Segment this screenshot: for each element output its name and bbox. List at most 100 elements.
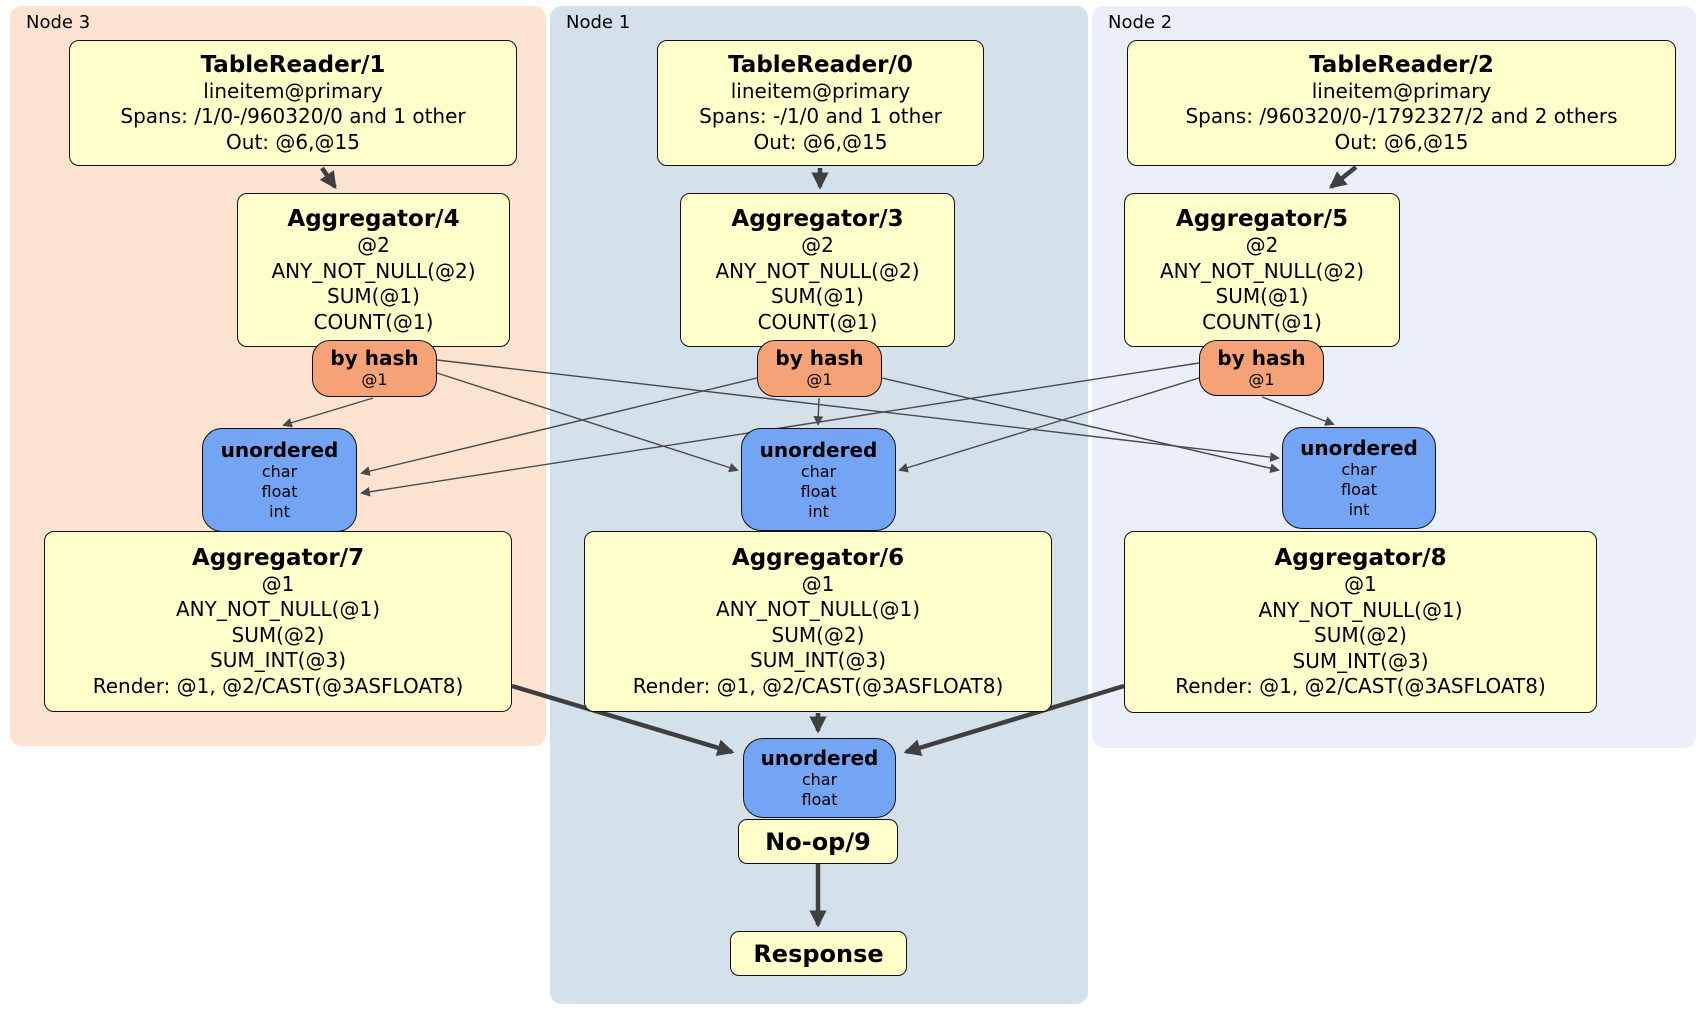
aggregator8-group-cols: @1 xyxy=(1344,572,1377,597)
router2-title: by hash xyxy=(1217,345,1306,370)
router2-key: @1 xyxy=(1248,369,1275,389)
tablereader2-spans: Spans: /960320/0-/1792327/2 and 2 others xyxy=(1185,104,1618,129)
router1-key: @1 xyxy=(806,370,833,389)
sync2-unordered: unordered char float int xyxy=(1282,427,1436,529)
sync1-col3: int xyxy=(808,501,829,521)
edge-router2-sync1 xyxy=(898,377,1200,473)
edge-tablereader1-aggregator4 xyxy=(319,166,337,190)
sync3-col2: float xyxy=(261,482,298,501)
output-sync-title: unordered xyxy=(760,746,879,770)
aggregator3-group-cols: @2 xyxy=(801,233,834,257)
tablereader1-out: Out: @6,@15 xyxy=(226,129,360,154)
aggregator6-render: Render: @1, @2/CAST(@3ASFLOAT8) xyxy=(632,673,1004,698)
edge-router3-sync3 xyxy=(282,397,374,428)
sync1-unordered: unordered char float int xyxy=(741,428,896,531)
aggregator3-fn3: COUNT(@1) xyxy=(757,309,878,334)
sync3-col3: int xyxy=(269,502,290,521)
node2-label: Node 2 xyxy=(1108,12,1173,33)
aggregator6-title: Aggregator/6 xyxy=(731,544,905,571)
node1-label: Node 1 xyxy=(566,12,631,33)
edge-router2-sync2 xyxy=(1261,396,1335,426)
aggregator5-group-cols: @2 xyxy=(1245,233,1279,257)
tablereader2-box: TableReader/2 lineitem@primary Spans: /9… xyxy=(1127,40,1676,166)
sync1-col2: float xyxy=(800,481,837,501)
aggregator5-box: Aggregator/5 @2 ANY_NOT_NULL(@2) SUM(@1)… xyxy=(1124,193,1400,347)
sync2-col3: int xyxy=(1348,500,1370,519)
aggregator6-fn2: SUM(@2) xyxy=(771,622,865,647)
edge-router1-sync3 xyxy=(360,377,758,476)
sync1-col1: char xyxy=(800,461,837,481)
aggregator8-box: Aggregator/8 @1 ANY_NOT_NULL(@1) SUM(@2)… xyxy=(1124,531,1597,713)
noop9-title: No-op/9 xyxy=(765,827,871,856)
aggregator7-box: Aggregator/7 @1 ANY_NOT_NULL(@1) SUM(@2)… xyxy=(44,531,512,712)
output-sync-unordered: unordered char float xyxy=(743,738,896,818)
node3-label: Node 3 xyxy=(26,12,91,33)
aggregator7-fn1: ANY_NOT_NULL(@1) xyxy=(176,597,380,622)
aggregator4-title: Aggregator/4 xyxy=(287,206,460,232)
aggregator4-fn2: SUM(@1) xyxy=(327,284,420,308)
aggregator7-title: Aggregator/7 xyxy=(191,544,365,571)
aggregator6-fn3: SUM_INT(@3) xyxy=(750,648,886,673)
aggregator8-fn3: SUM_INT(@3) xyxy=(1292,648,1429,673)
aggregator8-render: Render: @1, @2/CAST(@3ASFLOAT8) xyxy=(1175,674,1546,699)
edge-router3-sync2 xyxy=(436,359,1280,462)
noop9-box: No-op/9 xyxy=(738,819,898,864)
aggregator8-fn1: ANY_NOT_NULL(@1) xyxy=(1258,597,1463,622)
sync3-unordered: unordered char float int xyxy=(202,428,357,532)
aggregator4-fn3: COUNT(@1) xyxy=(313,309,434,334)
tablereader0-box: TableReader/0 lineitem@primary Spans: -/… xyxy=(657,40,984,166)
response-box: Response xyxy=(730,931,907,976)
aggregator3-fn2: SUM(@1) xyxy=(771,284,864,308)
tablereader1-index: lineitem@primary xyxy=(203,78,383,103)
router1-by-hash: by hash @1 xyxy=(757,340,882,397)
sync3-title: unordered xyxy=(220,438,339,462)
aggregator7-fn2: SUM(@2) xyxy=(231,622,325,647)
tablereader2-out: Out: @6,@15 xyxy=(1334,129,1469,154)
aggregator5-title: Aggregator/5 xyxy=(1175,206,1349,232)
aggregator3-box: Aggregator/3 @2 ANY_NOT_NULL(@2) SUM(@1)… xyxy=(680,193,955,347)
sync2-col2: float xyxy=(1341,480,1377,499)
output-sync-col1: char xyxy=(801,770,838,789)
tablereader2-title: TableReader/2 xyxy=(1309,51,1494,78)
aggregator4-box: Aggregator/4 @2 ANY_NOT_NULL(@2) SUM(@1)… xyxy=(237,193,510,347)
tablereader0-spans: Spans: -/1/0 and 1 other xyxy=(699,104,942,129)
tablereader0-title: TableReader/0 xyxy=(728,51,913,78)
aggregator3-title: Aggregator/3 xyxy=(731,206,904,232)
aggregator6-group-cols: @1 xyxy=(801,571,835,596)
aggregator5-fn3: COUNT(@1) xyxy=(1202,309,1322,334)
aggregator3-fn1: ANY_NOT_NULL(@2) xyxy=(715,258,920,283)
aggregator8-title: Aggregator/8 xyxy=(1274,545,1447,572)
edge-router1-sync1 xyxy=(813,397,824,426)
sync2-col1: char xyxy=(1341,460,1377,479)
aggregator7-fn3: SUM_INT(@3) xyxy=(210,648,346,673)
aggregator7-group-cols: @1 xyxy=(261,571,295,596)
aggregator5-fn2: SUM(@1) xyxy=(1215,284,1309,308)
aggregator6-box: Aggregator/6 @1 ANY_NOT_NULL(@1) SUM(@2)… xyxy=(584,531,1052,712)
tablereader0-out: Out: @6,@15 xyxy=(753,129,888,154)
tablereader1-title: TableReader/1 xyxy=(200,51,386,78)
aggregator8-fn2: SUM(@2) xyxy=(1314,623,1407,648)
sync3-col1: char xyxy=(261,462,298,481)
router3-title: by hash xyxy=(330,346,419,370)
router2-by-hash: by hash @1 xyxy=(1199,340,1324,396)
edge-router3-sync1 xyxy=(436,372,739,473)
aggregator4-fn1: ANY_NOT_NULL(@2) xyxy=(271,258,476,283)
router1-title: by hash xyxy=(775,346,864,370)
router3-key: @1 xyxy=(361,370,388,389)
tablereader2-index: lineitem@primary xyxy=(1311,78,1492,103)
edge-aggregator7-output-sync xyxy=(511,683,735,757)
tablereader1-spans: Spans: /1/0-/960320/0 and 1 other xyxy=(120,104,466,129)
tablereader0-index: lineitem@primary xyxy=(730,78,911,103)
tablereader1-box: TableReader/1 lineitem@primary Spans: /1… xyxy=(69,40,517,166)
response-title: Response xyxy=(753,939,884,968)
aggregator5-fn1: ANY_NOT_NULL(@2) xyxy=(1160,258,1364,283)
edge-tablereader2-aggregator5 xyxy=(1328,165,1358,189)
router3-by-hash: by hash @1 xyxy=(312,340,437,397)
output-sync-col2: float xyxy=(801,790,838,809)
aggregator4-group-cols: @2 xyxy=(357,233,390,257)
edge-router1-sync2 xyxy=(881,377,1280,473)
aggregator7-render: Render: @1, @2/CAST(@3ASFLOAT8) xyxy=(92,673,464,698)
edge-aggregator8-output-sync xyxy=(903,683,1125,756)
